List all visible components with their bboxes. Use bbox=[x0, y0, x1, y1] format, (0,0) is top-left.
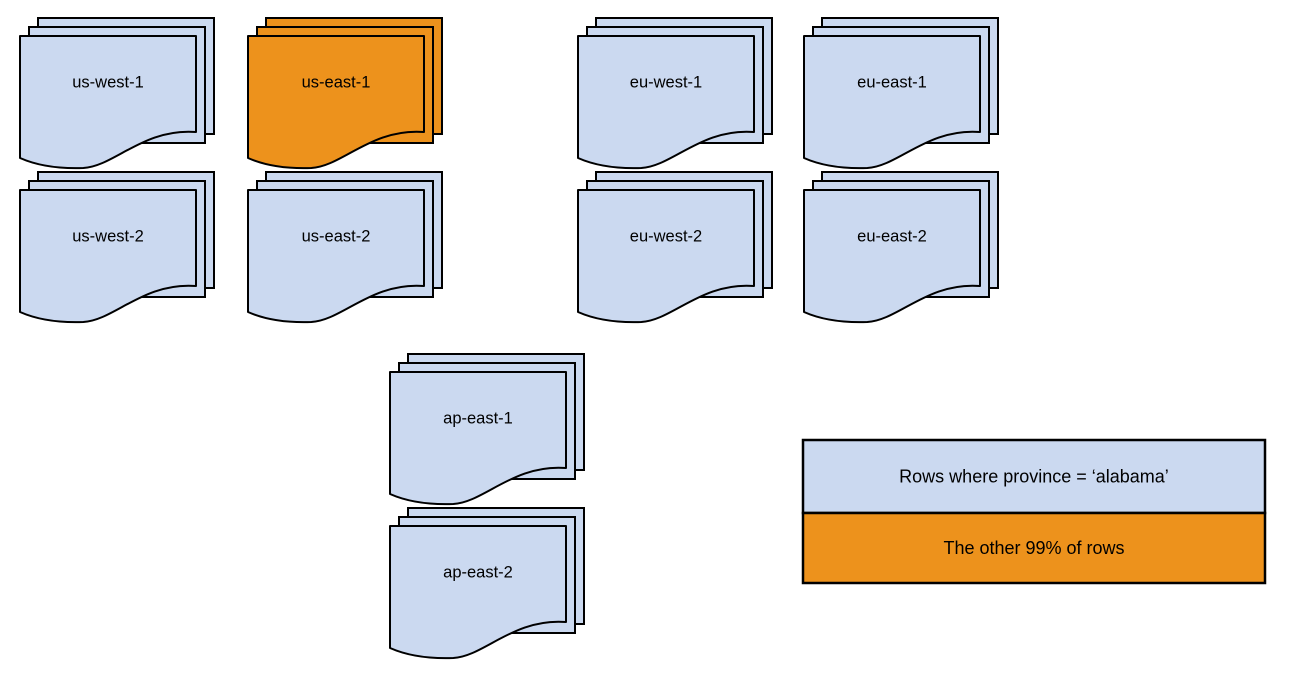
region-stack-eu-east-1[interactable]: eu-east-1 bbox=[803, 17, 999, 170]
region-label: us-east-2 bbox=[302, 227, 371, 245]
region-stack-sheet-front bbox=[803, 189, 981, 324]
region-stack-sheet-front bbox=[803, 35, 981, 170]
region-label: us-west-1 bbox=[72, 73, 144, 91]
region-label: us-east-1 bbox=[302, 73, 371, 91]
legend-row-other-label: The other 99% of rows bbox=[943, 538, 1124, 558]
region-label: eu-east-2 bbox=[857, 227, 927, 245]
region-stack-sheet-front bbox=[19, 35, 197, 170]
region-stack-eu-west-2[interactable]: eu-west-2 bbox=[577, 171, 773, 324]
region-label: eu-west-1 bbox=[630, 73, 702, 91]
region-stack-sheet-front bbox=[577, 189, 755, 324]
region-stack-ap-east-2[interactable]: ap-east-2 bbox=[389, 507, 585, 660]
region-label: ap-east-2 bbox=[443, 563, 513, 581]
region-label: us-west-2 bbox=[72, 227, 144, 245]
region-stacks-group: us-west-1 us-east-1 eu-west-1 eu-east-1 us-w… bbox=[19, 17, 999, 660]
legend-row-matching-swatch bbox=[801, 438, 1267, 515]
region-stack-sheet-front bbox=[19, 189, 197, 324]
legend-group: Rows where province = ‘alabama’ The other… bbox=[801, 438, 1267, 585]
region-stack-eu-east-2[interactable]: eu-east-2 bbox=[803, 171, 999, 324]
region-stack-eu-west-1[interactable]: eu-west-1 bbox=[577, 17, 773, 170]
region-stack-sheet-front bbox=[247, 189, 425, 324]
region-stack-ap-east-1[interactable]: ap-east-1 bbox=[389, 353, 585, 506]
region-label: eu-east-1 bbox=[857, 73, 927, 91]
region-stack-us-east-1[interactable]: us-east-1 bbox=[247, 17, 443, 170]
region-stack-us-east-2[interactable]: us-east-2 bbox=[247, 171, 443, 324]
region-stack-us-west-2[interactable]: us-west-2 bbox=[19, 171, 215, 324]
legend-row-matching-label: Rows where province = ‘alabama’ bbox=[899, 466, 1169, 486]
region-stack-sheet-front bbox=[389, 525, 567, 660]
region-stack-sheet-front bbox=[247, 35, 425, 170]
region-label: ap-east-1 bbox=[443, 409, 513, 427]
legend-row-other-swatch bbox=[801, 511, 1267, 585]
region-stack-sheet-front bbox=[389, 371, 567, 506]
region-stack-us-west-1[interactable]: us-west-1 bbox=[19, 17, 215, 170]
region-stack-sheet-front bbox=[577, 35, 755, 170]
region-label: eu-west-2 bbox=[630, 227, 702, 245]
